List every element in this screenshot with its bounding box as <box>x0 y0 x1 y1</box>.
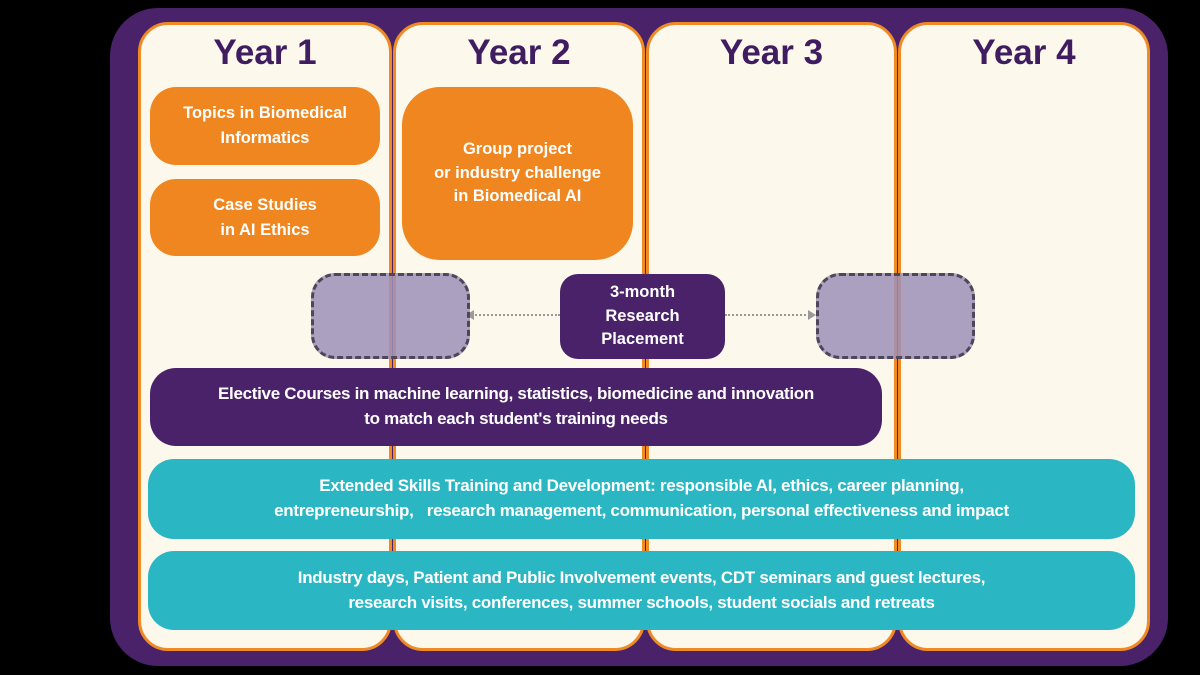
placement-window-year1-2-dashed-box <box>311 273 470 359</box>
program-structure-card: Year 1 Year 2 Year 3 Year 4 Topics in Bi… <box>110 8 1168 666</box>
industry-and-community-events-banner: Industry days, Patient and Public Involv… <box>148 551 1135 630</box>
course-case-studies-ai-ethics: Case Studies in AI Ethics <box>150 179 380 256</box>
connector-right-arrowhead-icon <box>808 310 816 320</box>
connector-left-arrowhead-icon <box>466 310 474 320</box>
year-4-title: Year 4 <box>972 33 1076 72</box>
course-group-project-industry-challenge: Group project or industry challenge in B… <box>402 87 633 260</box>
elective-courses-banner: Elective Courses in machine learning, st… <box>150 368 882 446</box>
research-placement-box: 3-month Research Placement <box>560 274 725 359</box>
placement-window-year3-4-dashed-box <box>816 273 975 359</box>
extended-skills-training-banner: Extended Skills Training and Development… <box>148 459 1135 539</box>
year-3-title: Year 3 <box>719 33 824 72</box>
course-topics-biomedical-informatics: Topics in Biomedical Informatics <box>150 87 380 165</box>
year-1-title: Year 1 <box>213 33 317 72</box>
placement-connector-right-dotted-line <box>725 314 810 316</box>
placement-connector-left-dotted-line <box>472 314 560 316</box>
year-2-title: Year 2 <box>467 33 571 72</box>
